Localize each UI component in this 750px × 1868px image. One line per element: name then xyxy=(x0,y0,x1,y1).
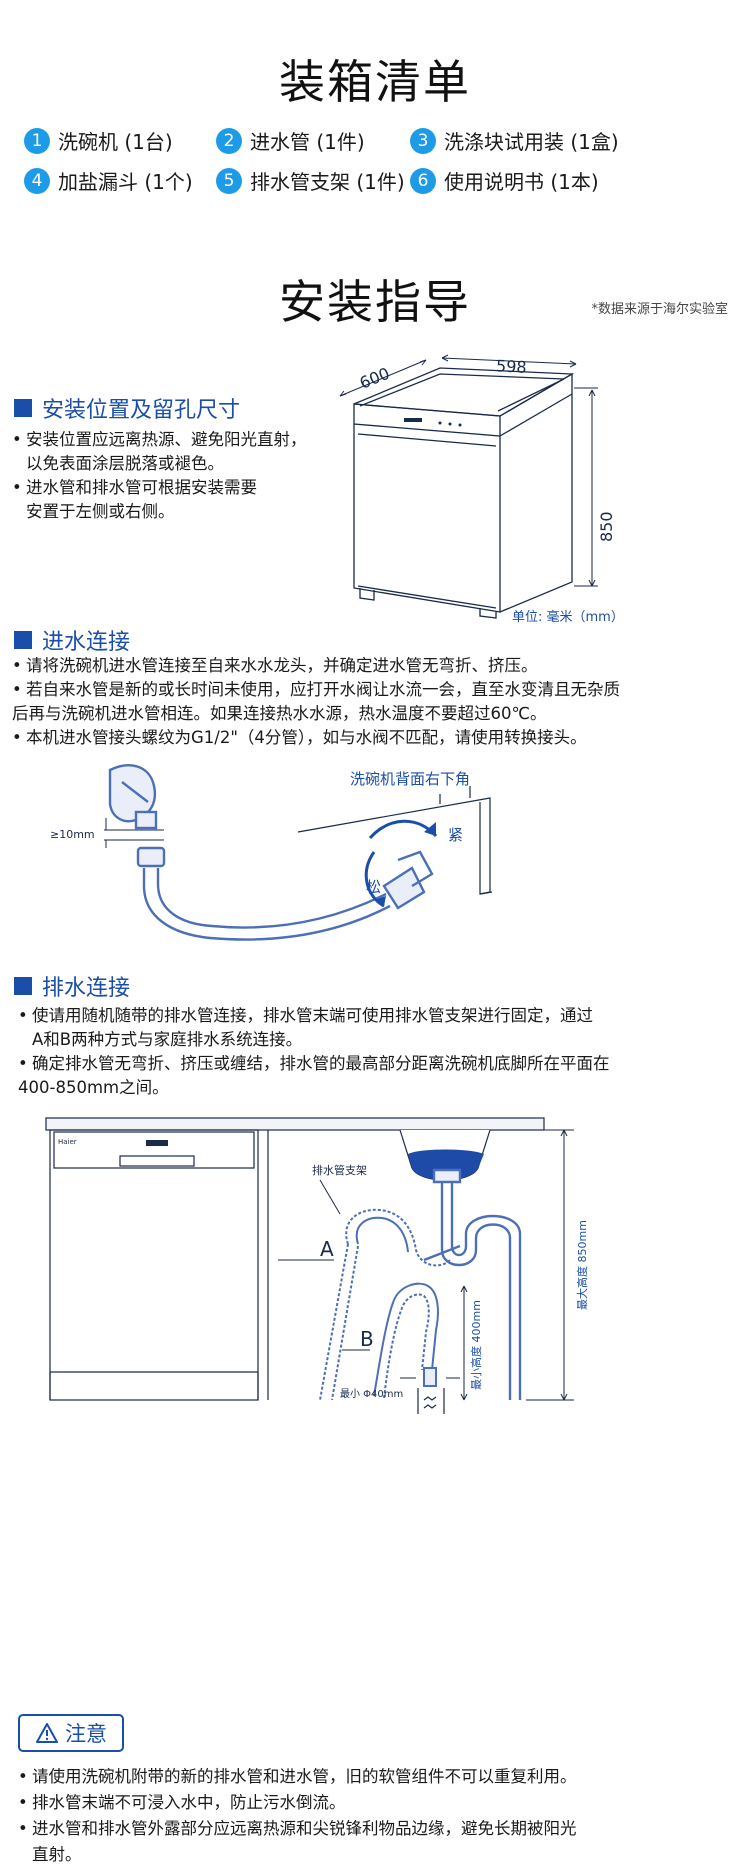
pack-item-label: 使用说明书 (1本) xyxy=(444,170,599,194)
corner-label: 洗碗机背面右下角 xyxy=(350,770,470,788)
pack-item-2: 2 进水管 (1件) xyxy=(216,126,365,155)
pack-item-1: 1 洗碗机 (1台) xyxy=(24,126,173,155)
bullet-item: 本机进水管接头螺纹为G1/2"（4分管），如与水阀不匹配，请使用转换接头。 xyxy=(12,726,738,750)
packing-title: 装箱清单 xyxy=(279,55,471,109)
square-icon xyxy=(14,977,32,995)
bullet-continuation: 后再与洗碗机进水管相连。如果连接热水水源，热水温度不要超过60℃。 xyxy=(12,704,547,723)
guide-title: 安装指导 xyxy=(279,275,471,329)
bullet-continuation: 直射。 xyxy=(32,1845,82,1864)
pack-item-3: 3 洗涤块试用装 (1盒) xyxy=(410,126,619,155)
data-source-note: *数据来源于海尔实验室 xyxy=(591,302,728,317)
warning-icon xyxy=(36,1723,58,1743)
notice-heading-text: 注意 xyxy=(65,1722,107,1746)
number-badge: 5 xyxy=(216,167,242,194)
pack-item-5: 5 排水管支架 (1件) xyxy=(216,166,405,195)
number-badge: 1 xyxy=(24,127,50,154)
number-badge: 4 xyxy=(24,167,50,194)
section-heading-inlet: 进水连接 xyxy=(14,624,130,656)
bullet-continuation: 安置于左侧或右侧。 xyxy=(26,502,175,521)
section-heading-position: 安装位置及留孔尺寸 xyxy=(14,392,240,424)
square-icon xyxy=(14,631,32,649)
dishwasher-dimension-diagram: 600 598 850 xyxy=(339,354,616,619)
notice-heading: 注意 xyxy=(18,1714,124,1752)
position-bullets: 安装位置应远离热源、避免阳光直射， 以免表面涂层脱落或褪色。 进水管和排水管可根… xyxy=(12,428,342,524)
section-heading-text: 排水连接 xyxy=(42,976,131,1001)
number-badge: 3 xyxy=(410,127,436,154)
tighten-arrow-icon xyxy=(368,819,438,840)
bullet-item: 排水管末端不可浸入水中，防止污水倒流。 xyxy=(18,1790,734,1816)
bullet-item: 请将洗碗机进水管连接至自来水水龙头，并确定进水管无弯折、挤压。 xyxy=(12,654,738,678)
tighten-label: 紧 xyxy=(448,826,463,844)
bullet-item: 请使用洗碗机附带的新的排水管和进水管，旧的软管组件不可以重复利用。 xyxy=(18,1764,734,1790)
brand-logo: Haier xyxy=(58,1138,77,1146)
bullet-item: 若自来水管是新的或长时间未使用，应打开水阀让水流一会，直至水变清且无杂质 xyxy=(12,678,738,702)
label-b: B xyxy=(360,1327,374,1351)
bullet-continuation: 以免表面涂层脱落或褪色。 xyxy=(26,454,224,473)
bullet-item: 进水管和排水管外露部分应远离热源和尖锐锋利物品边缘，避免长期被阳光 xyxy=(18,1816,734,1842)
min-diameter-label: 最小 Φ40mm xyxy=(340,1388,403,1400)
max-height-label: 最大高度 850mm xyxy=(575,1220,589,1310)
section-heading-text: 安装位置及留孔尺寸 xyxy=(42,398,241,423)
number-badge: 2 xyxy=(216,127,242,154)
label-a: A xyxy=(320,1237,334,1261)
width-label: 598 xyxy=(496,356,527,377)
pack-item-label: 洗涤块试用装 (1盒) xyxy=(444,130,619,154)
bullet-continuation: A和B两种方式与家庭排水系统连接。 xyxy=(32,1030,303,1049)
bullet-continuation: 400-850mm之间。 xyxy=(18,1078,169,1097)
inlet-bullets: 请将洗碗机进水管连接至自来水水龙头，并确定进水管无弯折、挤压。 若自来水管是新的… xyxy=(12,654,738,750)
bullet-item: 使请用随机随带的排水管连接，排水管末端可使用排水管支架进行固定，通过 xyxy=(18,1004,734,1028)
square-icon xyxy=(14,399,32,417)
pack-item-label: 加盐漏斗 (1个) xyxy=(58,170,193,194)
number-badge: 6 xyxy=(410,167,436,194)
pack-item-label: 排水管支架 (1件) xyxy=(250,170,405,194)
bullet-item: 安装位置应远离热源、避免阳光直射， xyxy=(12,428,342,452)
drain-connection-diagram: Haier 排水管支架 A B 最小 xyxy=(45,1117,589,1414)
pack-item-6: 6 使用说明书 (1本) xyxy=(410,166,599,195)
pack-item-4: 4 加盐漏斗 (1个) xyxy=(24,166,193,195)
drain-bullets: 使请用随机随带的排水管连接，排水管末端可使用排水管支架进行固定，通过 A和B两种… xyxy=(18,1004,734,1100)
unit-label: 单位: 毫米（mm） xyxy=(512,610,624,625)
gap-label: ≥10mm xyxy=(50,828,95,841)
min-height-label: 最小高度 400mm xyxy=(469,1300,483,1390)
depth-label: 600 xyxy=(357,364,392,393)
pack-item-label: 洗碗机 (1台) xyxy=(58,130,173,154)
pack-item-label: 进水管 (1件) xyxy=(250,130,365,154)
display-icon xyxy=(404,418,422,422)
section-heading-text: 进水连接 xyxy=(42,630,131,655)
section-heading-drain: 排水连接 xyxy=(14,970,130,1002)
bullet-item: 确定排水管无弯折、挤压或缠结，排水管的最高部分距离洗碗机底脚所在平面在 xyxy=(18,1052,734,1076)
loosen-label: 松 xyxy=(366,878,381,896)
bullet-item: 进水管和排水管可根据安装需要 xyxy=(12,476,342,500)
notice-bullets: 请使用洗碗机附带的新的排水管和进水管，旧的软管组件不可以重复利用。 排水管末端不… xyxy=(18,1764,734,1868)
inlet-connection-diagram: ≥10mm 洗碗机背面右下角 紧 松 xyxy=(50,764,493,941)
height-label: 850 xyxy=(597,511,616,542)
bracket-label: 排水管支架 xyxy=(312,1163,367,1177)
display-icon xyxy=(146,1140,168,1146)
